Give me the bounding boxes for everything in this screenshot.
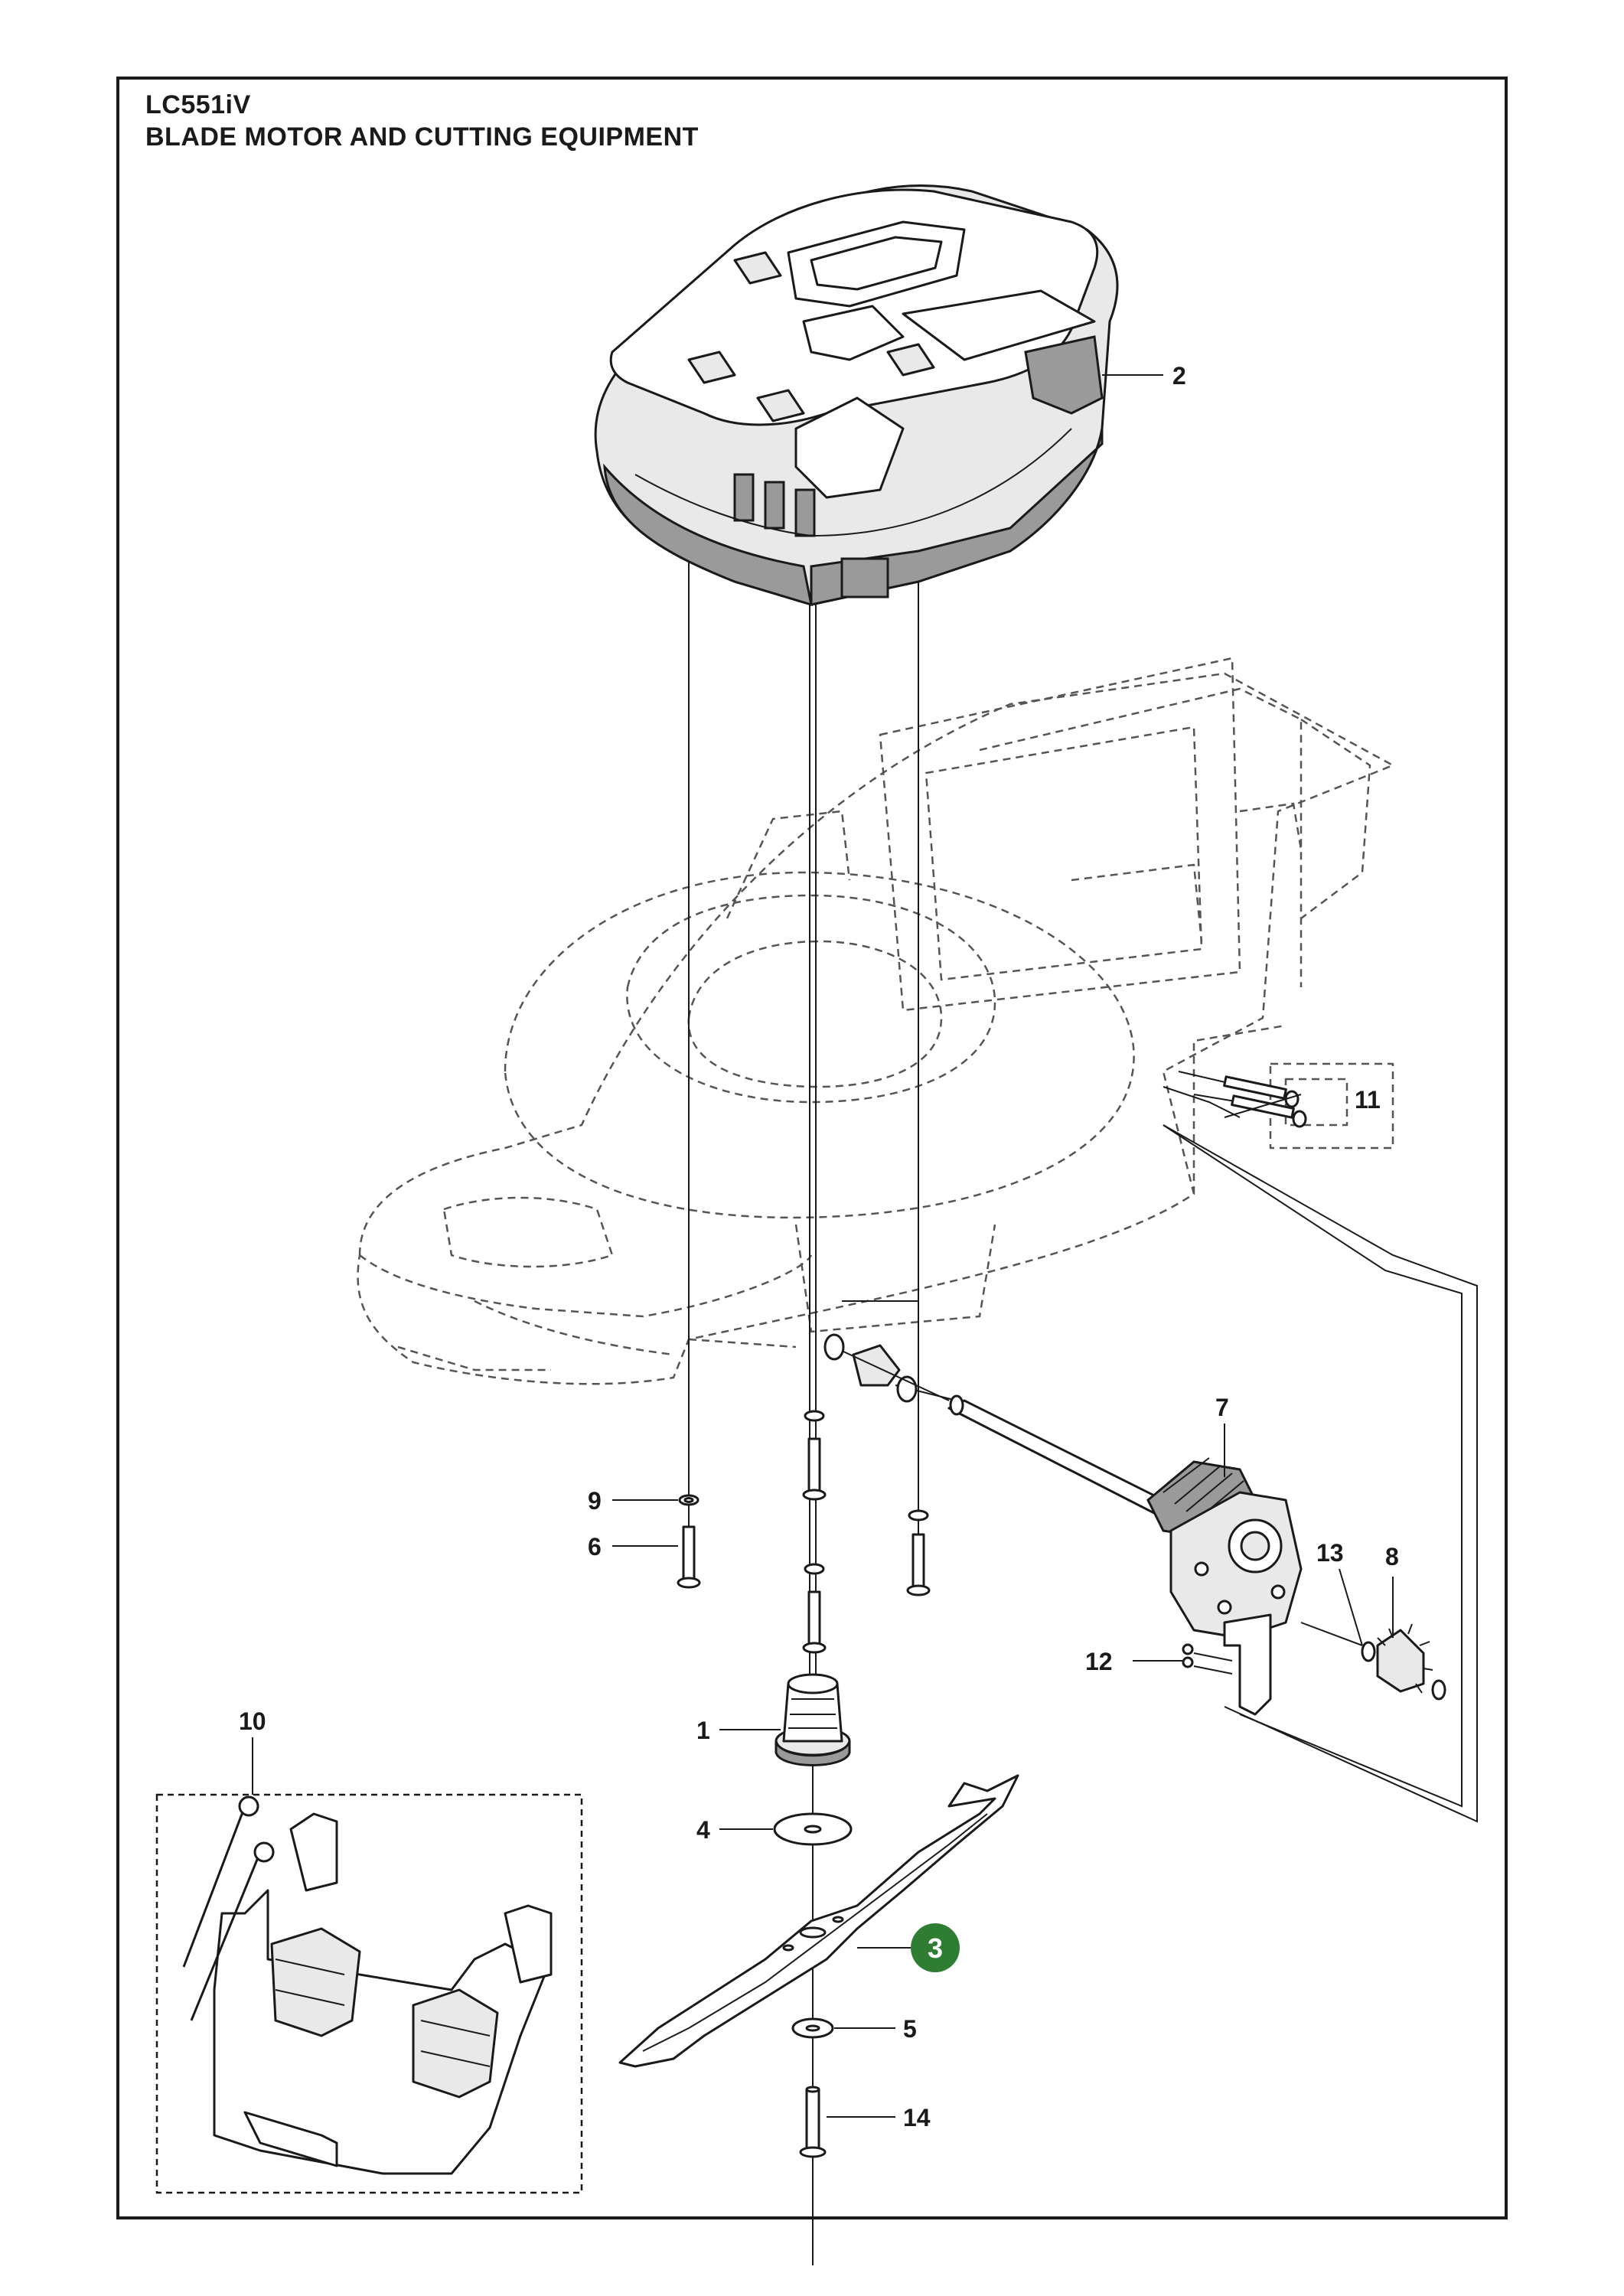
callout-6: 6 bbox=[588, 1533, 602, 1561]
callout-13: 13 bbox=[1316, 1539, 1344, 1567]
callout-14: 14 bbox=[903, 2104, 931, 2131]
callout-12: 12 bbox=[1085, 1648, 1113, 1675]
callout-9: 9 bbox=[588, 1487, 602, 1515]
part-13-circlip bbox=[1300, 1622, 1376, 1662]
highlight-badge bbox=[911, 1923, 960, 1972]
callout-10: 10 bbox=[239, 1707, 266, 1735]
callout-7: 7 bbox=[1215, 1394, 1229, 1421]
part-2-motor-cover bbox=[594, 184, 1119, 607]
part-7-drive-gearbox bbox=[947, 1394, 1303, 1716]
callout-labels: 2 11 7 13 8 9 6 12 10 1 4 5 14 3 bbox=[239, 362, 1399, 2131]
callout-5: 5 bbox=[903, 2015, 917, 2043]
callout-2: 2 bbox=[1172, 362, 1186, 390]
assembly-axes bbox=[688, 559, 1478, 2265]
part-10-mulching-kit bbox=[155, 1793, 583, 2194]
callout-8: 8 bbox=[1385, 1543, 1399, 1570]
callout-3: 3 bbox=[928, 1932, 943, 1964]
part-5-washer bbox=[791, 2017, 834, 2039]
callout-1: 1 bbox=[696, 1717, 710, 1744]
part-1-blade-hub bbox=[774, 1673, 851, 1766]
part-9-washer bbox=[678, 1410, 929, 1575]
section-title: BLADE MOTOR AND CUTTING EQUIPMENT bbox=[145, 122, 699, 152]
part-12-washer bbox=[1182, 1643, 1233, 1675]
upper-pinion-gear bbox=[823, 1333, 950, 1403]
part-14-bolt bbox=[799, 2086, 827, 2158]
part-6-screw bbox=[677, 1437, 931, 1654]
part-3-blade bbox=[618, 1774, 1019, 2068]
callout-11: 11 bbox=[1355, 1086, 1381, 1114]
part-8-pinion-gear bbox=[1376, 1623, 1446, 1701]
mower-deck-ghost bbox=[357, 657, 1394, 1385]
leader-lines bbox=[252, 374, 1394, 2118]
part-4-washer bbox=[773, 1812, 853, 1846]
model-title: LC551iV bbox=[145, 90, 251, 119]
callout-4: 4 bbox=[696, 1816, 710, 1844]
